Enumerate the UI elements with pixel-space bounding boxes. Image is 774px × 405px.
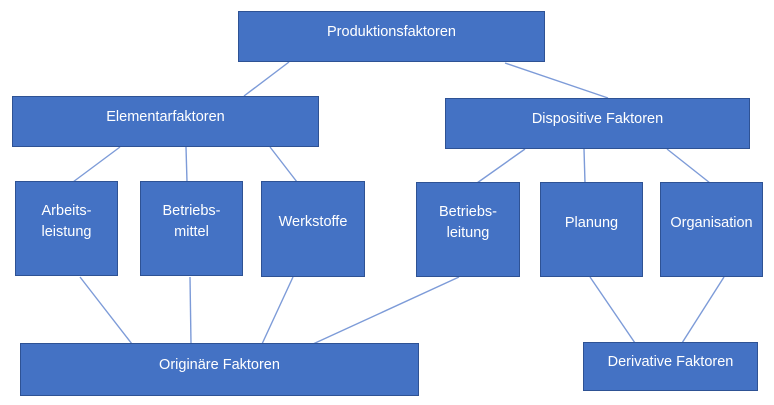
connector-betriebsleitung-originaere-faktoren — [312, 276, 460, 345]
connector-elementarfaktoren-arbeitsleistung — [72, 146, 121, 183]
connector-dispositive-faktoren-organisation — [666, 148, 711, 184]
connector-organisation-derivative-faktoren — [681, 276, 725, 344]
connector-produktionsfaktoren-elementarfaktoren — [243, 61, 290, 97]
node-planung: Planung — [540, 182, 643, 277]
node-werkstoffe: Werkstoffe — [261, 181, 365, 277]
node-organisation-label: Organisation — [670, 214, 753, 231]
node-betriebsmittel: Betriebs- mittel — [140, 181, 243, 276]
connector-produktionsfaktoren-dispositive-faktoren — [504, 62, 609, 99]
node-elementarfaktoren: Elementarfaktoren — [12, 96, 319, 147]
node-produktionsfaktoren: Produktionsfaktoren — [238, 11, 545, 62]
node-produktionsfaktoren-label: Produktionsfaktoren — [327, 24, 456, 40]
node-originaere-faktoren-label: Originäre Faktoren — [159, 357, 280, 373]
node-arbeitsleistung-label-line1: Arbeits- — [41, 203, 92, 219]
node-betriebsleitung-label-line1: Betriebs- — [438, 204, 498, 220]
connector-elementarfaktoren-werkstoffe — [269, 146, 298, 183]
node-betriebsmittel-label-line1: Betriebs- — [162, 203, 221, 219]
connector-dispositive-faktoren-betriebsleitung — [476, 148, 526, 184]
node-betriebsmittel-label-line2: mittel — [174, 224, 209, 240]
node-arbeitsleistung-label-line2: leistung — [41, 224, 92, 240]
node-werkstoffe-label: Werkstoffe — [278, 214, 348, 230]
node-derivative-faktoren-label: Derivative Faktoren — [607, 354, 734, 370]
node-organisation: Organisation — [660, 182, 763, 277]
connector-arbeitsleistung-originaere-faktoren — [79, 276, 133, 345]
node-elementarfaktoren-label: Elementarfaktoren — [106, 109, 225, 125]
node-betriebsleitung: Betriebs- leitung — [416, 182, 520, 277]
connector-elementarfaktoren-betriebsmittel — [185, 146, 188, 183]
connector-betriebsmittel-originaere-faktoren — [189, 276, 192, 345]
node-dispositive-faktoren-label: Dispositive Faktoren — [531, 111, 664, 127]
node-betriebsleitung-label-line2: leitung — [446, 225, 490, 241]
connector-werkstoffe-originaere-faktoren — [261, 276, 294, 345]
node-derivative-faktoren: Derivative Faktoren — [583, 342, 758, 391]
node-dispositive-faktoren: Dispositive Faktoren — [445, 98, 750, 149]
connector-dispositive-faktoren-planung — [583, 148, 586, 184]
connector-planung-derivative-faktoren — [589, 276, 636, 344]
node-arbeitsleistung: Arbeits- leistung — [15, 181, 118, 276]
node-planung-label: Planung — [564, 214, 619, 231]
node-originaere-faktoren: Originäre Faktoren — [20, 343, 419, 396]
